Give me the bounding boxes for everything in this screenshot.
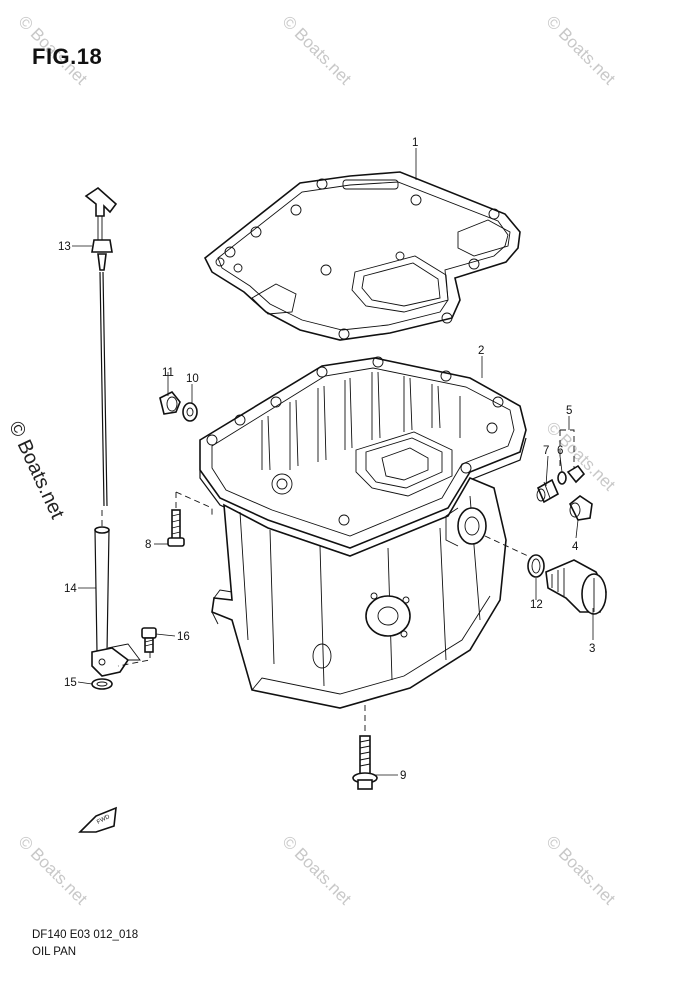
gasket-part	[203, 171, 521, 341]
callouts: 1 2 3 4 5 6 7 8 9 10 11 12 13 14 15 16	[58, 137, 595, 782]
o-ring-part	[527, 554, 545, 578]
bolt-9-part	[352, 735, 378, 790]
callout-2: 2	[478, 345, 484, 357]
callout-6: 6	[557, 445, 563, 457]
drain-plug-part	[545, 559, 607, 615]
fitting-part	[566, 464, 586, 484]
union-part	[536, 478, 560, 504]
bolt-16-part	[141, 627, 157, 653]
figure-code: DF140 E03 012_018	[32, 929, 139, 941]
dipstick-part	[84, 186, 118, 507]
guide-tube-part	[91, 526, 141, 677]
callout-5: 5	[566, 405, 572, 417]
plug-11-part	[159, 390, 181, 415]
oil-pan-part	[199, 356, 527, 709]
callout-12: 12	[530, 599, 543, 611]
leader-lines	[72, 148, 594, 776]
callout-7: 7	[543, 445, 549, 457]
seal-part	[91, 678, 113, 690]
callout-4: 4	[572, 541, 579, 553]
plug-part	[568, 495, 593, 521]
figure-title: FIG.18	[32, 44, 103, 69]
callout-9: 9	[400, 770, 406, 782]
callout-11: 11	[162, 367, 174, 379]
forward-arrow-icon: FWD	[78, 806, 117, 833]
bolt-8-part	[167, 509, 185, 547]
washer-10-part	[182, 402, 198, 422]
callout-8: 8	[145, 539, 151, 551]
callout-3: 3	[589, 643, 595, 655]
callout-16: 16	[177, 631, 190, 643]
callout-14: 14	[64, 583, 77, 595]
assembly-lines	[101, 429, 575, 732]
callout-13: 13	[58, 241, 71, 253]
figure-name: OIL PAN	[32, 946, 77, 958]
callout-1: 1	[412, 137, 418, 149]
washer-6-part	[557, 471, 567, 485]
callout-15: 15	[64, 677, 77, 689]
callout-10: 10	[186, 373, 199, 385]
